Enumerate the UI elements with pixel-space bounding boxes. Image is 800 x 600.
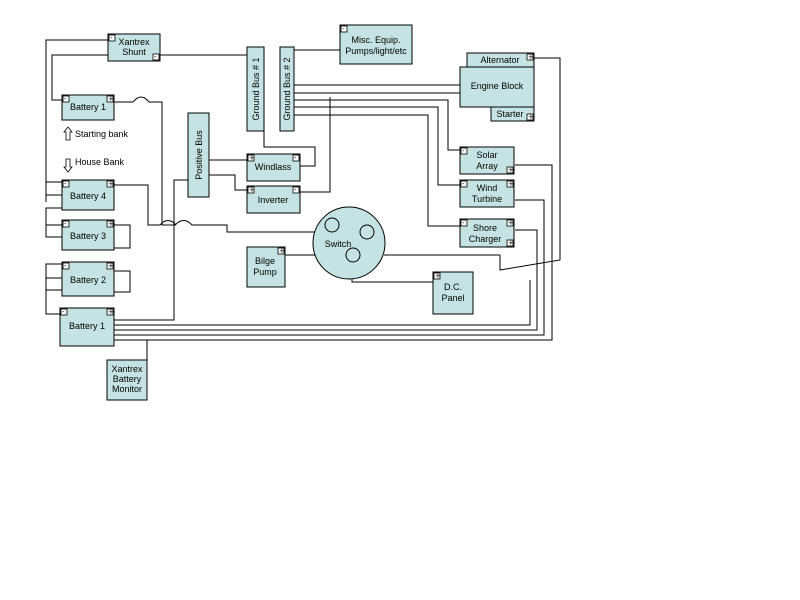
dc-panel: + D.C. Panel [432, 271, 474, 315]
battery-1-start: - + Battery 1 [61, 94, 115, 121]
svg-text:Starting bank: Starting bank [75, 129, 129, 139]
svg-text:-: - [110, 34, 113, 42]
svg-text:Xantrex: Xantrex [118, 37, 150, 47]
svg-text:Wind: Wind [477, 183, 498, 193]
svg-text:+: + [279, 247, 285, 255]
svg-text:-: - [64, 95, 67, 103]
svg-text:Shore: Shore [473, 223, 497, 233]
svg-text:+: + [249, 154, 255, 162]
svg-text:Misc. Equip.: Misc. Equip. [351, 35, 400, 45]
svg-text:Alternator: Alternator [480, 55, 519, 65]
svg-text:+: + [108, 308, 114, 316]
ground-bus-2: Ground Bus # 2 [279, 46, 295, 132]
battery-switch: Switch [312, 206, 386, 280]
starter: + Starter [490, 106, 535, 122]
solar-array: - + Solar Array [459, 146, 515, 175]
svg-text:-: - [64, 180, 67, 188]
wind-turbine: - + Wind Turbine [459, 179, 515, 208]
svg-text:Solar: Solar [476, 150, 497, 160]
battery-monitor: Xantrex Battery Monitor [106, 359, 148, 401]
svg-text:Bilge: Bilge [255, 256, 275, 266]
wires [45, 39, 561, 360]
svg-text:-: - [462, 219, 465, 227]
svg-text:Inverter: Inverter [258, 195, 289, 205]
battery-3: - + Battery 3 [61, 219, 115, 251]
alternator: + Alternator [466, 52, 535, 68]
svg-text:Panel: Panel [441, 293, 464, 303]
svg-text:Pumps/light/etc: Pumps/light/etc [345, 46, 407, 56]
windlass: + - Windlass [246, 153, 301, 182]
svg-text:+: + [108, 262, 114, 270]
svg-text:+: + [108, 220, 114, 228]
svg-text:-: - [64, 220, 67, 228]
svg-text:D.C.: D.C. [444, 282, 462, 292]
shore-charger: - + + Shore Charger [459, 218, 515, 248]
engine-block: Engine Block [459, 66, 535, 108]
svg-text:-: - [462, 147, 465, 155]
svg-text:Turbine: Turbine [472, 194, 502, 204]
svg-text:-: - [62, 308, 65, 316]
svg-text:Shunt: Shunt [122, 47, 146, 57]
battery-4: - + Battery 4 [61, 179, 115, 211]
svg-text:Ground Bus # 2: Ground Bus # 2 [282, 57, 292, 120]
svg-text:Engine Block: Engine Block [471, 81, 524, 91]
starting-bank-label: Starting bank [63, 126, 129, 141]
svg-text:Xantrex: Xantrex [111, 364, 143, 374]
svg-text:Battery: Battery [113, 374, 142, 384]
svg-text:Switch: Switch [325, 239, 352, 249]
svg-text:+: + [528, 113, 534, 121]
xantrex-shunt: - - Xantrex Shunt [107, 33, 161, 62]
svg-text:+: + [108, 95, 114, 103]
svg-text:+: + [249, 186, 255, 194]
misc-equipment: - Misc. Equip. Pumps/light/etc [339, 24, 413, 65]
svg-text:Positive Bus: Positive Bus [194, 130, 204, 180]
svg-text:-: - [294, 186, 297, 194]
svg-text:-: - [294, 154, 297, 162]
svg-text:Battery 4: Battery 4 [70, 191, 106, 201]
svg-text:+: + [508, 219, 514, 227]
svg-text:Battery 1: Battery 1 [69, 321, 105, 331]
svg-text:+: + [508, 180, 514, 188]
svg-text:+: + [508, 239, 514, 247]
battery-1-house: - + Battery 1 [59, 307, 115, 347]
svg-text:+: + [108, 180, 114, 188]
svg-text:+: + [508, 166, 514, 174]
svg-text:Starter: Starter [496, 109, 523, 119]
svg-text:+: + [435, 272, 441, 280]
svg-text:Ground Bus # 1: Ground Bus # 1 [251, 57, 261, 120]
positive-bus: Positive Bus [187, 112, 210, 198]
svg-text:Battery 1: Battery 1 [70, 102, 106, 112]
svg-text:-: - [342, 25, 345, 33]
up-arrow-icon [63, 126, 73, 141]
svg-text:Windlass: Windlass [255, 162, 292, 172]
svg-text:Charger: Charger [469, 234, 502, 244]
svg-text:Array: Array [476, 161, 498, 171]
svg-text:-: - [462, 180, 465, 188]
inverter: + - Inverter [246, 185, 301, 214]
battery-2: - + Battery 2 [61, 261, 115, 297]
ground-bus-1: Ground Bus # 1 [246, 46, 265, 132]
svg-text:Battery 2: Battery 2 [70, 275, 106, 285]
svg-text:-: - [64, 262, 67, 270]
svg-text:+: + [528, 53, 534, 61]
house-bank-label: House Bank [63, 157, 125, 173]
svg-text:Battery 3: Battery 3 [70, 231, 106, 241]
svg-text:-: - [154, 53, 157, 61]
svg-text:Pump: Pump [253, 267, 277, 277]
bilge-pump: + Bilge Pump [246, 246, 286, 288]
svg-text:Monitor: Monitor [112, 384, 142, 394]
down-arrow-icon [63, 158, 73, 173]
svg-text:House Bank: House Bank [75, 157, 125, 167]
